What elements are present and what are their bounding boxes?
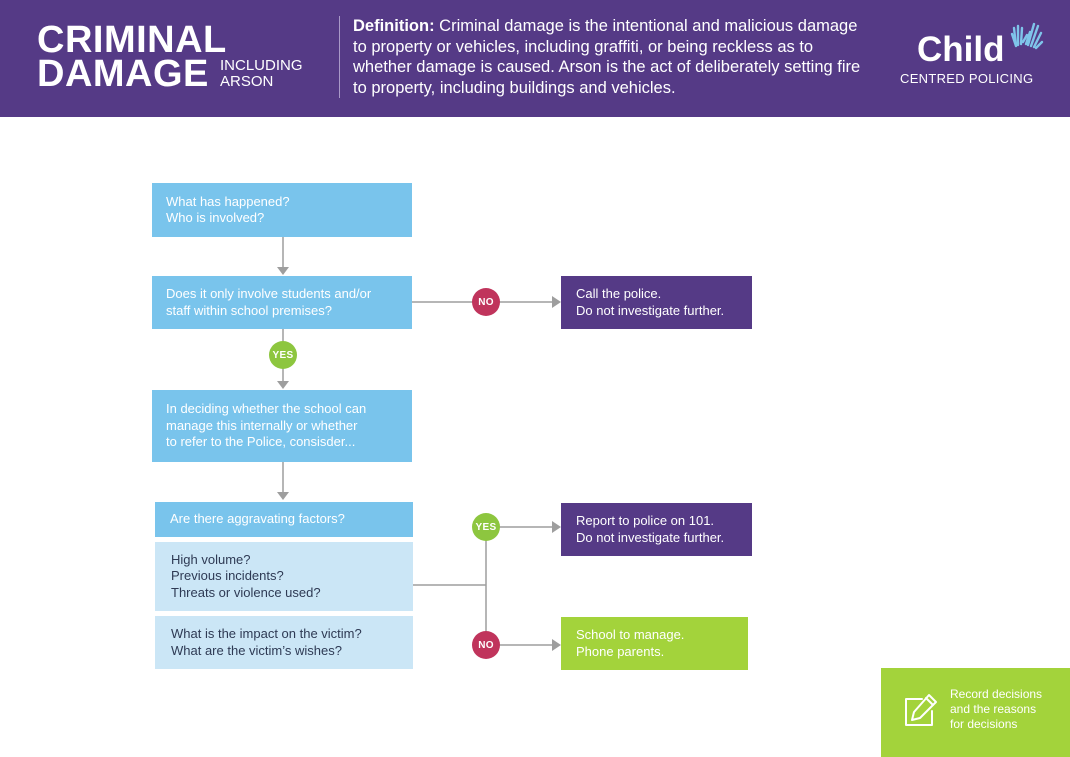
flow-box-factors: High volume? Previous incidents? Threats… <box>155 542 413 611</box>
flow-box-call-police: Call the police. Do not investigate furt… <box>561 276 752 329</box>
subtitle-line-2: ARSON <box>220 73 274 90</box>
definition-label: Definition: <box>353 17 435 35</box>
flow-text: Do not investigate further. <box>576 302 725 318</box>
pencil-square-icon <box>905 694 937 726</box>
flow-text: Previous incidents? <box>171 568 284 584</box>
record-line: for decisions <box>950 717 1018 731</box>
flow-text: Do not investigate further. <box>576 529 725 545</box>
record-line: Record decisions <box>950 687 1043 701</box>
flow-text: Call the police. <box>576 286 662 301</box>
flow-text: High volume? <box>171 551 251 567</box>
flow-text: to refer to the Police, consisder... <box>166 434 356 450</box>
flow-text: Are there aggravating factors? <box>170 511 345 527</box>
flow-box-what-happened: What has happened? Who is involved? <box>152 183 412 237</box>
record-text: Record decisions and the reasons for dec… <box>950 687 1042 732</box>
flow-box-school-premises: Does it only involve students and/or sta… <box>152 276 412 329</box>
subtitle-line-1: INCLUDING <box>220 57 303 74</box>
flow-text: Threats or violence used? <box>171 584 321 600</box>
flow-text: In deciding whether the school can <box>166 401 367 417</box>
record-line: and the reasons <box>950 702 1037 716</box>
no-badge: NO <box>472 288 500 316</box>
flow-text: Phone parents. <box>576 643 665 659</box>
flow-text: What are the victim’s wishes? <box>171 642 342 658</box>
no-badge: NO <box>472 631 500 659</box>
flow-text: School to manage. <box>576 627 685 642</box>
flow-text: Report to police on 101. <box>576 513 715 528</box>
logo-text: Child <box>917 30 1005 69</box>
flow-box-aggravating-header: Are there aggravating factors? <box>155 502 413 537</box>
flow-box-victim: What is the impact on the victim? What a… <box>155 616 413 669</box>
flow-text: What is the impact on the victim? <box>171 626 362 641</box>
hands-icon <box>1010 22 1044 50</box>
flow-text: manage this internally or whether <box>166 417 358 433</box>
flow-text: Who is involved? <box>166 210 265 225</box>
title-line-1: CRIMINAL <box>37 19 227 61</box>
flow-text: Does it only involve students and/or <box>166 286 372 301</box>
flow-box-deciding: In deciding whether the school can manag… <box>152 390 412 462</box>
header-banner: CRIMINAL DAMAGE INCLUDING ARSON Definiti… <box>0 0 1070 117</box>
definition-text: Criminal damage is the intentional and m… <box>353 17 861 97</box>
title-line-2: DAMAGE <box>37 53 209 95</box>
yes-badge: YES <box>472 513 500 541</box>
flow-box-report-101: Report to police on 101. Do not investig… <box>561 503 752 556</box>
record-decisions-panel: Record decisions and the reasons for dec… <box>881 668 1070 757</box>
flow-text: staff within school premises? <box>166 302 332 318</box>
flow-text: What has happened? <box>166 193 290 209</box>
definition: Definition: Criminal damage is the inten… <box>353 16 873 98</box>
header-divider <box>339 16 340 98</box>
flow-box-school-manage: School to manage. Phone parents. <box>561 617 748 670</box>
yes-badge: YES <box>269 341 297 369</box>
logo-subtitle: CENTRED POLICING <box>900 71 1034 86</box>
